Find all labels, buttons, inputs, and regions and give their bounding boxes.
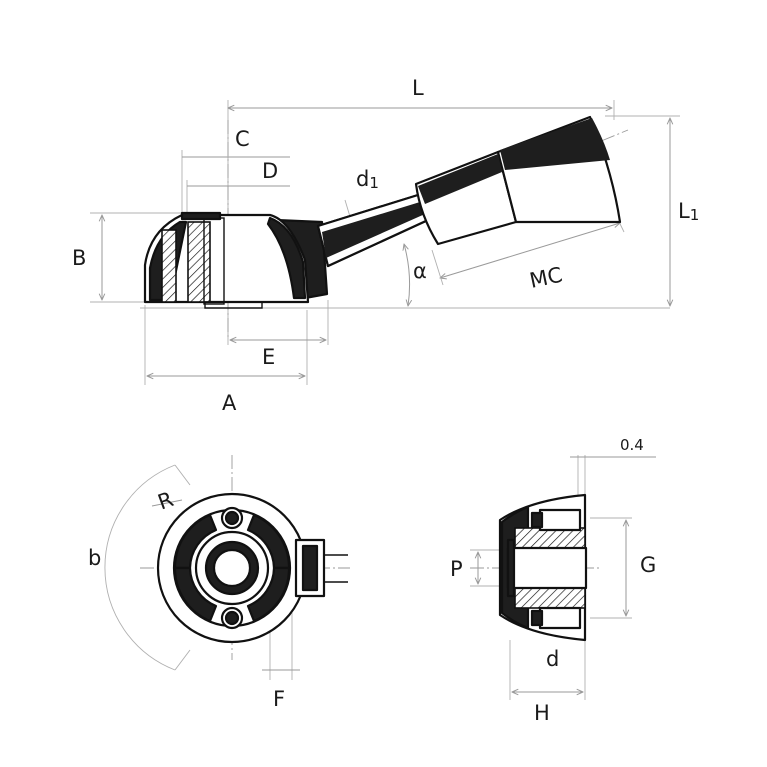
label-L: L xyxy=(412,76,424,100)
label-G: G xyxy=(640,553,656,577)
section-view xyxy=(470,455,656,700)
label-b: b xyxy=(88,546,101,570)
side-view xyxy=(90,100,680,385)
dimension-MC xyxy=(440,223,620,278)
label-d1: d1 xyxy=(356,167,379,192)
label-C: C xyxy=(235,127,250,151)
label-d: d xyxy=(546,647,559,671)
label-R: R xyxy=(155,487,177,515)
label-MC: MC xyxy=(527,263,564,293)
label-thickness: 0.4 xyxy=(620,436,644,454)
label-D: D xyxy=(262,159,278,183)
label-P: P xyxy=(450,557,463,581)
label-F: F xyxy=(273,687,285,711)
label-L1: L1 xyxy=(678,199,699,224)
label-H: H xyxy=(534,701,550,725)
angle-alpha-arc xyxy=(404,244,410,306)
front-view xyxy=(104,455,350,680)
label-alpha: α xyxy=(413,259,427,283)
label-E: E xyxy=(262,345,275,369)
label-B: B xyxy=(72,246,86,270)
hub-body xyxy=(143,213,310,304)
label-A: A xyxy=(222,391,237,415)
